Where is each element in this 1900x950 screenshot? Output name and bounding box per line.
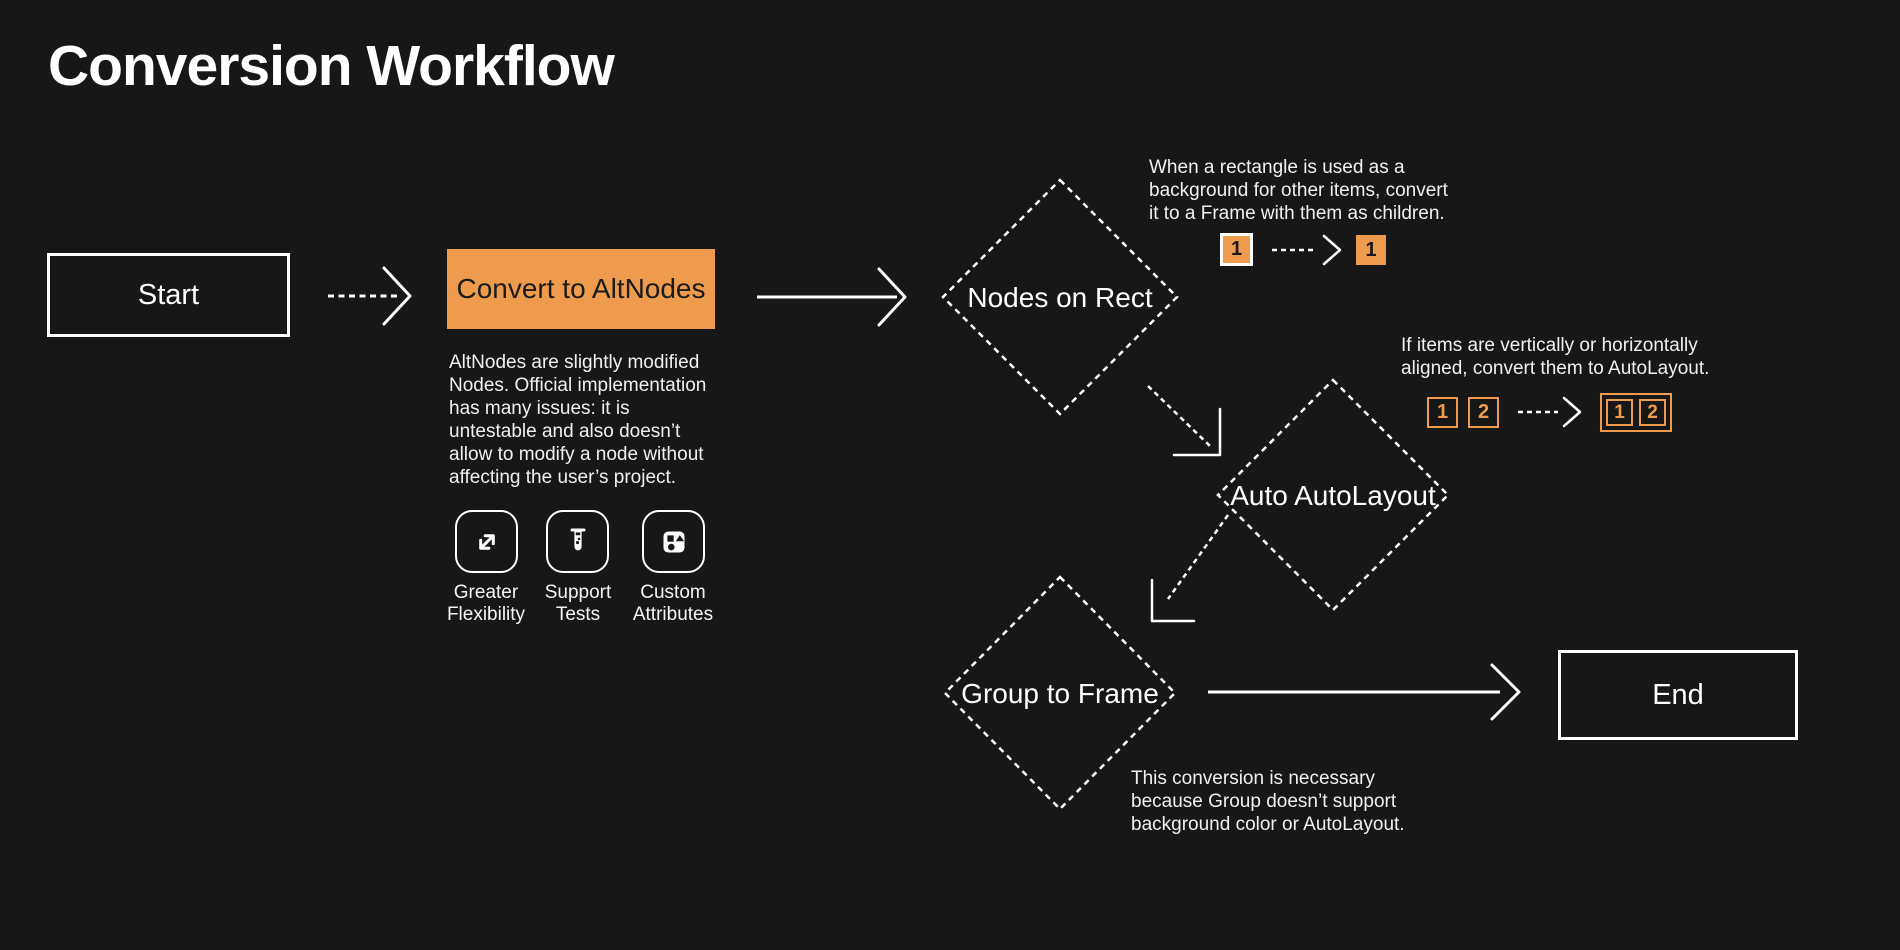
arrowhead-rect-example-icon [1322,234,1342,266]
node-end-label: End [1652,678,1704,711]
node-convert-to-altnodes: Convert to AltNodes [447,249,715,329]
feature-greater-flexibility [455,510,518,573]
node-group-to-frame-label: Group to Frame [961,678,1159,709]
shapes-icon [663,531,684,552]
arrowhead-rect-to-autolayout-icon [1172,407,1222,457]
test-tube-icon [570,528,585,550]
page-title: Conversion Workflow [48,34,615,98]
autolayout-example-after-2: 2 [1639,399,1666,426]
node-start-label: Start [137,278,200,311]
note-auto-autolayout: If items are vertically or horizontally … [1401,335,1710,379]
feature-support-tests [546,510,609,573]
arrowhead-autolayout-example-icon [1562,396,1582,428]
feature-label-greater-flexibility: Greater Flexibility [446,582,526,625]
feature-custom-attributes [642,510,705,573]
autolayout-example-before-1: 1 [1427,397,1458,428]
autolayout-example-before-2: 2 [1468,397,1499,428]
node-end: End [1558,650,1798,740]
rect-example-after-1: 1 [1356,235,1386,265]
note-nodes-on-rect: When a rectangle is used as a background… [1149,157,1448,224]
diamond-group-to-frame [943,575,1177,811]
arrow-autolayout-to-group [1166,514,1230,600]
feature-label-support-tests: Support Tests [544,582,612,625]
autolayout-example-after-group: 1 2 [1600,393,1672,432]
arrowhead-group-to-end-icon [1490,663,1521,721]
arrow-rect-to-autolayout [1147,385,1211,447]
arrowhead-convert-to-rect-icon [877,267,907,327]
convert-description: AltNodes are slightly modified Nodes. Of… [449,352,707,488]
expand-icon [478,533,495,550]
node-start: Start [47,253,290,337]
node-auto-autolayout-label: Auto AutoLayout [1230,480,1436,511]
rect-example-before-1: 1 [1220,233,1253,266]
autolayout-example-after-1: 1 [1606,399,1633,426]
node-nodes-on-rect-label: Nodes on Rect [967,282,1153,313]
arrowhead-start-to-convert-icon [382,266,412,326]
arrowhead-autolayout-to-group-icon [1150,578,1196,623]
diamond-nodes-on-rect [941,178,1179,416]
node-convert-label: Convert to AltNodes [456,273,706,304]
note-group-to-frame: This conversion is necessary because Gro… [1131,768,1405,835]
diamond-auto-autolayout [1216,378,1450,612]
feature-label-custom-attributes: Custom Attributes [632,582,714,625]
